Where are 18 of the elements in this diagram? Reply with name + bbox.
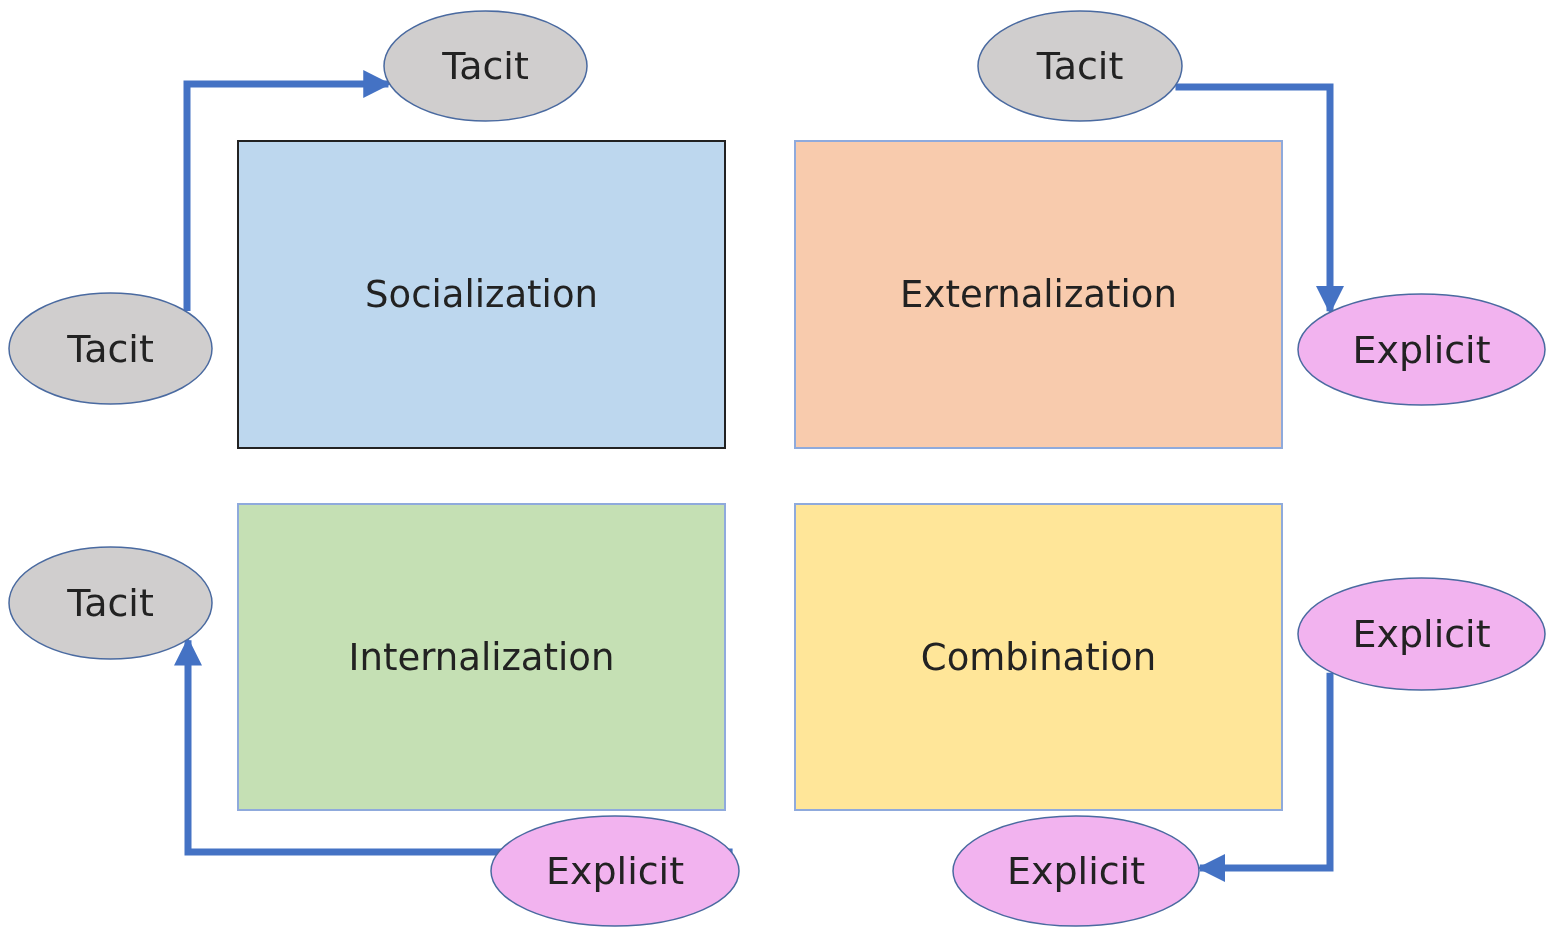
- ellipse-label: Explicit: [1006, 849, 1146, 893]
- ellipse-label: Tacit: [67, 326, 154, 371]
- quadrant-box: [794, 503, 1283, 811]
- quadrant-box: [237, 503, 726, 811]
- quadrant-label: Socialization: [365, 273, 598, 316]
- arrow: [1175, 83, 1344, 314]
- ellipse-label: Tacit: [1036, 44, 1124, 88]
- quadrant-label: Externalization: [900, 273, 1177, 316]
- ellipse-label: Explicit: [1352, 612, 1491, 656]
- ellipse-label: Explicit: [1352, 327, 1491, 372]
- quadrant-label: Internalization: [348, 635, 615, 679]
- ellipse-label: Tacit: [67, 581, 154, 625]
- quadrant-box: [237, 140, 726, 449]
- quadrant-label: Combination: [920, 635, 1157, 679]
- arrow: [183, 70, 392, 311]
- quadrant-box: [794, 140, 1283, 449]
- ellipse-label: Tacit: [442, 44, 529, 88]
- ellipse-label: Explicit: [545, 849, 685, 893]
